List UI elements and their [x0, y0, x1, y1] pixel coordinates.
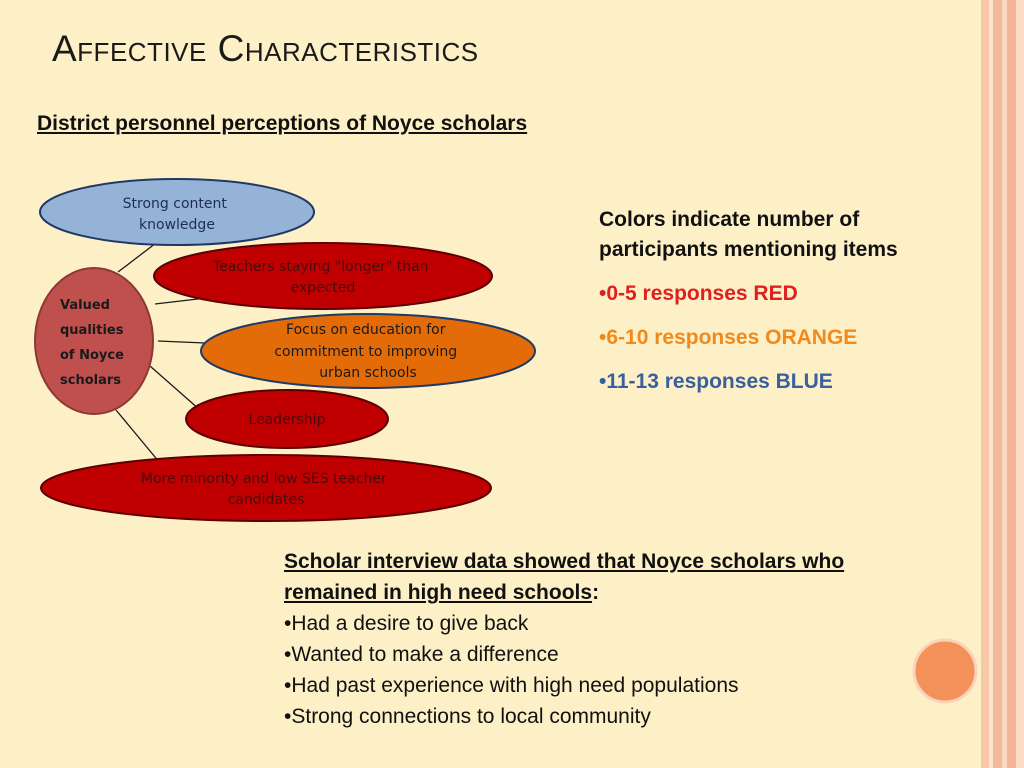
legend-heading: Colors indicate number of participants m…: [599, 208, 898, 261]
legend-text: 11-13 responses BLUE: [606, 370, 833, 393]
connector-line: [157, 340, 206, 344]
connector-line: [149, 365, 201, 411]
legend-bullet: •: [599, 326, 607, 349]
slide-subtitle: District personnel perceptions of Noyce …: [37, 112, 528, 135]
interview-bullet: •Strong connections to local community: [284, 705, 651, 728]
node-label: More minority and low SES teacher candid…: [141, 471, 391, 508]
node-teachers-staying-longer: Teachers staying "longer" than expected: [153, 242, 493, 310]
legend-text: 0-5 responses RED: [606, 282, 798, 305]
border-stripe: [1016, 0, 1024, 768]
interview-heading-text: Scholar interview data showed that Noyce…: [284, 550, 845, 604]
legend-item-blue: •11-13 responses BLUE: [599, 367, 929, 397]
slide-title: Affective Characteristics: [52, 28, 479, 69]
node-ellipse: [39, 178, 315, 246]
node-ellipse: [200, 313, 536, 389]
legend-bullet: •: [599, 282, 607, 305]
node-strong-content-knowledge: Strong content knowledge: [39, 178, 315, 246]
interview-heading-colon: :: [592, 581, 600, 604]
node-more-minority-candidates: More minority and low SES teacher candid…: [40, 454, 492, 522]
center-ellipse: [34, 267, 154, 415]
legend-item-red: •0-5 responses RED: [599, 279, 929, 309]
interview-heading: Scholar interview data showed that Noyce…: [284, 546, 924, 608]
border-stripe: [981, 0, 989, 768]
legend-bullet: •: [599, 370, 607, 393]
border-stripe: [1002, 0, 1007, 768]
interview-bullet: •Wanted to make a difference: [284, 643, 559, 666]
node-focus-on-education: Focus on education for commitment to imp…: [200, 313, 536, 389]
interview-bullet: •Had past experience with high need popu…: [284, 674, 739, 697]
interview-bullet: •Had a desire to give back: [284, 612, 529, 635]
node-ellipse: [40, 454, 492, 522]
legend-item-orange: •6-10 responses ORANGE: [599, 323, 929, 353]
legend-text: 6-10 responses ORANGE: [606, 326, 858, 349]
node-ellipse: [185, 389, 389, 449]
border-stripe: [993, 0, 1002, 768]
node-label: Strong content knowledge: [123, 196, 232, 233]
node-label: Teachers staying "longer" than expected: [212, 259, 433, 296]
decorative-circle: [912, 638, 978, 704]
center-label: Valued qualities of Noyce scholars: [60, 298, 128, 388]
connector-line: [115, 409, 161, 464]
node-label: Focus on education for commitment to imp…: [274, 322, 461, 381]
center-node: Valued qualities of Noyce scholars: [34, 267, 154, 415]
node-leadership: Leadership: [185, 389, 389, 449]
qualities-diagram: Valued qualities of Noyce scholars Stron…: [34, 178, 536, 522]
border-stripe: [1007, 0, 1016, 768]
color-legend: Colors indicate number of participants m…: [599, 205, 929, 397]
border-stripe: [989, 0, 993, 768]
node-ellipse: [153, 242, 493, 310]
interview-summary: Scholar interview data showed that Noyce…: [284, 546, 924, 732]
node-label: Leadership: [249, 412, 326, 428]
